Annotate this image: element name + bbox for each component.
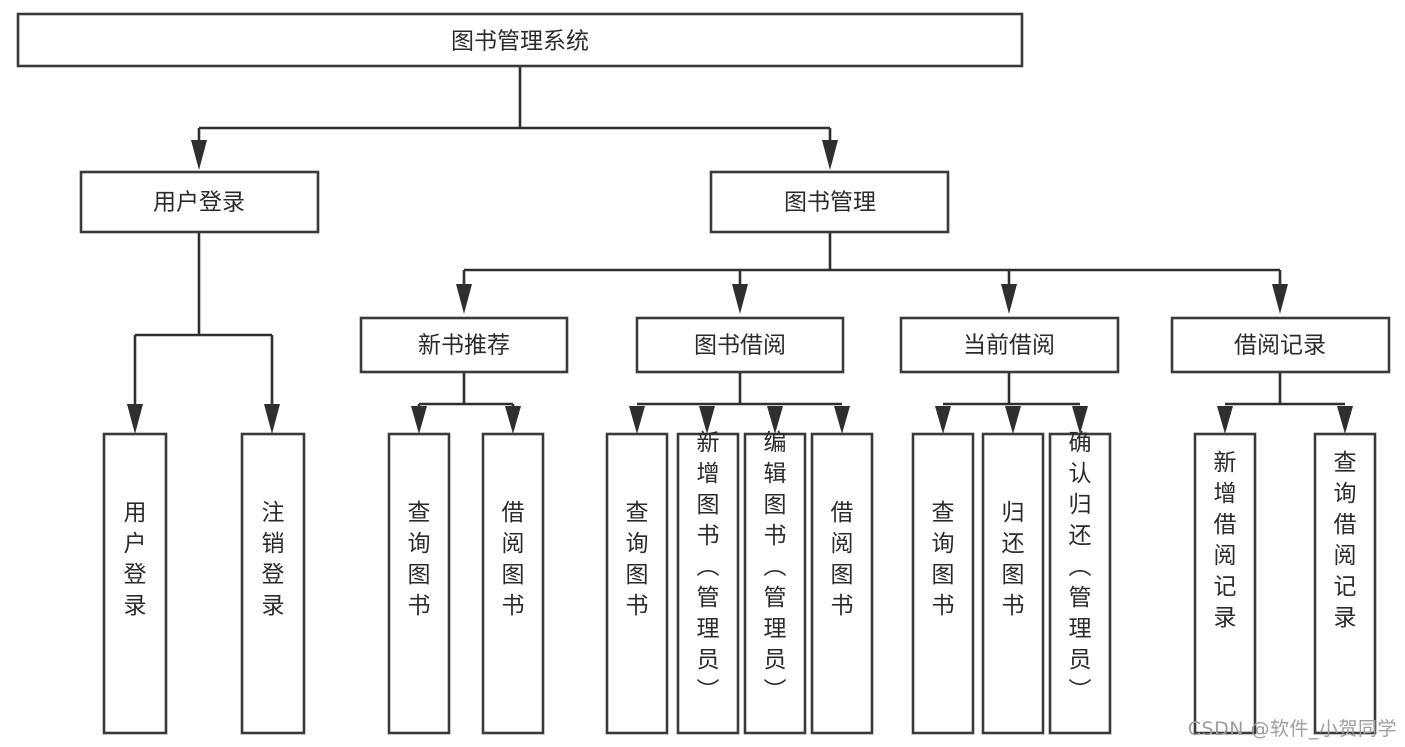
connector-layer [127,67,1353,434]
leaf-new-book-0-label: 查询图书 [408,500,431,619]
csdn-watermark: CSDN @软件_小贺同学 [1187,718,1397,740]
leaf-new-book-1-label: 借阅图书 [502,500,525,619]
node-borrow-record-box[interactable] [1170,316,1391,374]
node-new-book-recommend[interactable]: 新书推荐 [359,316,569,374]
leaf-borrow-record-0-label: 新增借阅记录 [1214,450,1237,631]
node-new-book-recommend-box[interactable] [359,316,569,374]
node-current-borrow-label: 当前借阅 [963,333,1055,359]
node-borrow-record-label: 借阅记录 [1234,333,1326,359]
leaf-book-borrow-0-label: 查询图书 [626,500,649,619]
leaf-current-borrow-0-label: 查询图书 [932,500,955,619]
leaf-user-login-1-label: 注销登录 [262,500,285,619]
node-book-borrow-label: 图书借阅 [694,333,786,359]
arrow-record-leaf-2-icon [1337,406,1353,434]
leaf-book-borrow-0[interactable]: 查询图书 [605,432,669,735]
node-new-book-recommend-label: 新书推荐 [418,333,510,359]
node-book-borrow[interactable]: 图书借阅 [635,316,845,374]
leaf-book-borrow-2-label: 编辑图书︵管理员︶ [764,430,787,704]
leaf-book-borrow-0-box[interactable] [605,432,669,735]
node-user-login-box[interactable] [79,170,320,234]
node-user-login[interactable]: 用户登录 [79,170,320,234]
arrow-bookmanage-child-2-icon [732,284,748,314]
leaf-book-borrow-1[interactable]: 新增图书︵管理员︶ [676,430,740,735]
leaf-book-borrow-2-box[interactable] [743,432,807,735]
leaf-current-borrow-1-label: 归还图书 [1002,500,1025,619]
node-current-borrow[interactable]: 当前借阅 [899,316,1120,374]
leaf-current-borrow-1-box[interactable] [981,432,1045,735]
node-root-box[interactable] [16,12,1024,68]
arrow-current-leaf-2-icon [1005,406,1021,434]
arrow-borrow-leaf-4-icon [834,406,850,434]
leaf-book-borrow-1-box[interactable] [676,432,740,735]
leaf-current-borrow-2-label: 确认归还︵管理员︶ [1069,430,1092,704]
leaf-current-borrow-2-box[interactable] [1048,432,1112,735]
arrow-newbook-leaf-2-icon [505,406,521,434]
node-current-borrow-box[interactable] [899,316,1120,374]
node-book-borrow-box[interactable] [635,316,845,374]
leaf-book-borrow-1-label: 新增图书︵管理员︶ [697,430,720,704]
leaf-book-borrow-3[interactable]: 借阅图书 [810,432,874,735]
leaf-current-borrow-2[interactable]: 确认归还︵管理员︶ [1048,430,1112,735]
leaf-new-book-1[interactable]: 借阅图书 [481,432,545,735]
leaf-user-login-1-box[interactable] [240,432,306,735]
node-book-manage-label: 图书管理 [784,190,876,216]
node-borrow-record[interactable]: 借阅记录 [1170,316,1391,374]
leaf-borrow-record-1[interactable]: 查询借阅记录 [1313,432,1377,735]
leaf-current-borrow-0-box[interactable] [911,432,975,735]
leaf-user-login-0[interactable]: 用户登录 [102,432,168,735]
leaf-user-login-0-label: 用户登录 [124,500,147,619]
leaf-user-login-1[interactable]: 注销登录 [240,432,306,735]
leaf-current-borrow-1[interactable]: 归还图书 [981,432,1045,735]
leaf-borrow-record-0[interactable]: 新增借阅记录 [1193,432,1257,735]
arrow-borrow-leaf-2-icon [699,406,715,434]
leaf-user-login-0-box[interactable] [102,432,168,735]
leaf-book-borrow-3-label: 借阅图书 [831,500,854,619]
node-book-manage-box[interactable] [709,170,950,234]
leaf-current-borrow-0[interactable]: 查询图书 [911,432,975,735]
arrow-userlogin-leaf-2-icon [264,404,280,434]
arrow-newbook-leaf-1-icon [411,406,427,434]
arrow-bookmanage-child-1-icon [456,284,472,314]
node-root[interactable]: 图书管理系统 [16,12,1024,68]
leaf-book-borrow-3-box[interactable] [810,432,874,735]
arrow-root-to-book-manage-icon [822,140,838,170]
arrow-current-leaf-3-icon [1072,406,1088,434]
arrow-bookmanage-child-4-icon [1272,284,1288,314]
arrow-bookmanage-child-3-icon [1001,284,1017,314]
leaf-book-borrow-2[interactable]: 编辑图书︵管理员︶ [743,430,807,735]
leaf-new-book-0-box[interactable] [387,432,451,735]
arrow-current-leaf-1-icon [935,406,951,434]
node-user-login-label: 用户登录 [153,190,245,216]
node-book-manage[interactable]: 图书管理 [709,170,950,234]
leaf-new-book-0[interactable]: 查询图书 [387,432,451,735]
leaf-borrow-record-1-box[interactable] [1313,432,1377,735]
arrow-userlogin-leaf-1-icon [127,404,143,434]
arrow-borrow-leaf-3-icon [767,406,783,434]
arrow-borrow-leaf-1-icon [629,406,645,434]
leaf-borrow-record-0-box[interactable] [1193,432,1257,735]
node-root-label: 图书管理系统 [451,29,589,55]
leaf-borrow-record-1-label: 查询借阅记录 [1334,450,1357,631]
arrow-record-leaf-1-icon [1217,406,1233,434]
leaf-new-book-1-box[interactable] [481,432,545,735]
arrow-root-to-user-login-icon [191,140,207,170]
